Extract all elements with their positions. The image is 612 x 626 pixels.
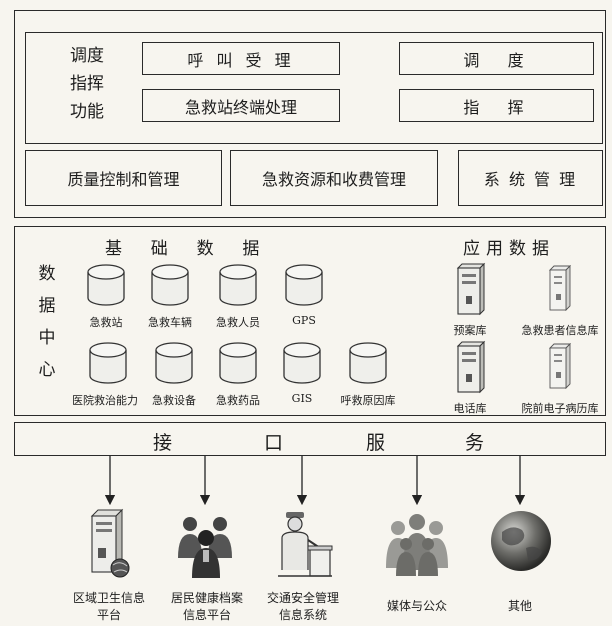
app-db-label: 院前电子病历库 [521,402,599,415]
db-label: 急救药品 [216,394,260,407]
db-label: 医院救治能力 [72,394,138,407]
call-accept-box: 呼 叫 受 理 [142,42,340,75]
station-terminal-box: 急救站终端处理 [142,89,340,122]
dispatch-label: 调度 指挥 功能 [52,42,122,126]
database-icon [285,264,323,306]
call-accept-label: 呼 叫 受 理 [187,50,295,70]
target-label-line: 媒体与公众 [386,599,447,613]
data-center-section [14,226,606,416]
server-globe-icon [90,508,130,578]
app-db-label: 预案库 [453,324,487,337]
target-label-others: 其他 [480,598,560,615]
target-label-media-public: 媒体与公众 [364,598,470,615]
db-label: 急救车辆 [148,316,192,329]
database-icon [155,342,193,384]
interface-char: 服 [366,432,386,454]
interface-char: 务 [465,432,485,454]
crowd-icon [386,514,448,576]
db-label: 急救站 [89,316,123,329]
server-icon [548,342,572,390]
target-label-line: 居民健康档案 [170,591,243,605]
command-box-label: 指 挥 [463,97,530,117]
database-icon [349,342,387,384]
dispatch-label-line: 指挥 [70,74,104,94]
quality-control-box: 质量控制和管理 [25,150,222,206]
dispatch-label-line: 功能 [70,102,104,122]
dispatch-box: 调 度 [399,42,594,75]
dispatch-section [14,10,606,218]
dispatch-box-label: 调 度 [463,50,530,70]
database-icon [283,342,321,384]
command-box: 指 挥 [399,89,594,122]
database-icon [219,264,257,306]
database-icon [89,342,127,384]
database-icon [87,264,125,306]
server-icon [548,264,572,312]
data-center-label-char: 中 [38,328,56,348]
app-data-title: 应用数据 [463,239,555,259]
server-icon [456,340,486,394]
db-label: 急救人员 [216,316,260,329]
target-label-line: 信息系统 [278,608,327,622]
target-label-line: 区域卫生信息 [72,591,145,605]
system-management-box: 系 统 管 理 [458,150,603,206]
target-label-line: 平台 [96,608,121,622]
target-label-traffic-safety: 交通安全管理 信息系统 [248,590,358,624]
data-center-label: 数 据 中 心 [32,258,62,386]
app-db-label: 急救患者信息库 [521,324,599,337]
traffic-officer-icon [278,512,333,577]
station-terminal-label: 急救站终端处理 [184,97,297,117]
target-label-line: 交通安全管理 [266,591,339,605]
dispatch-label-line: 调度 [70,46,104,66]
data-center-label-char: 数 [38,264,56,284]
database-icon [219,342,257,384]
app-db-label: 电话库 [453,402,487,415]
target-label-health-records: 居民健康档案 信息平台 [152,590,262,624]
database-icon [151,264,189,306]
interface-service-bar [14,422,606,456]
basic-data-title: 基 础 数 据 [105,239,266,259]
people-group-icon [178,517,232,578]
db-label: GPS [292,314,316,327]
interface-char: 接 [153,432,173,454]
resource-fee-label: 急救资源和收费管理 [261,170,406,189]
globe-icon [491,511,551,571]
data-center-label-char: 据 [38,296,56,316]
target-label-line: 其他 [507,599,532,613]
interface-char: 口 [264,432,284,454]
target-label-line: 信息平台 [182,608,231,622]
resource-fee-box: 急救资源和收费管理 [230,150,438,206]
system-management-label: 系 统 管 理 [483,170,578,189]
data-center-label-char: 心 [38,360,56,380]
db-label: 急救设备 [152,394,196,407]
server-icon [456,262,486,316]
db-label: 呼救原因库 [340,394,396,407]
quality-control-label: 质量控制和管理 [67,170,180,189]
dispatch-inner-box [25,32,603,144]
target-label-regional-health: 区域卫生信息 平台 [54,590,164,624]
db-label: GIS [291,392,313,405]
